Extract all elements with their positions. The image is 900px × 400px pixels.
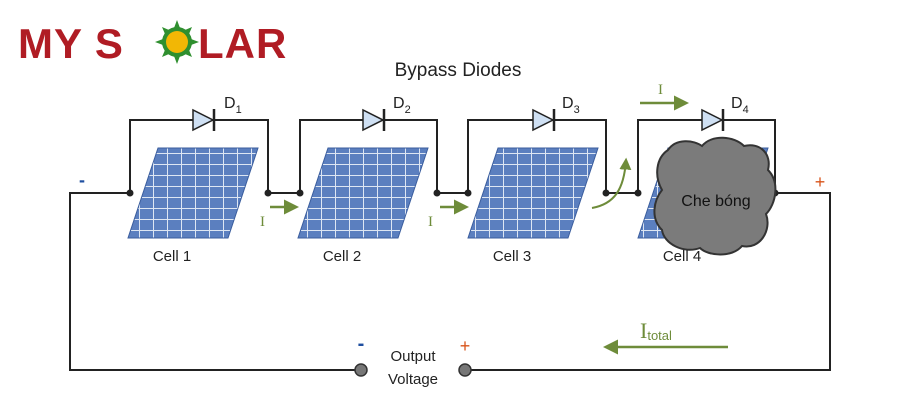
bypass-curve-arrow (591, 157, 632, 209)
diode-icon (532, 108, 556, 132)
cell-label-1: Cell 1 (153, 248, 191, 265)
cell-label-4: Cell 4 (663, 248, 701, 265)
current-label: I (428, 214, 433, 230)
current-label: I (260, 214, 265, 230)
solar-panel (297, 147, 429, 239)
total-current-label: Itotal (640, 318, 672, 343)
minus-terminal-label: - (79, 170, 85, 190)
sun-icon (155, 20, 199, 64)
output-terminal-plus (458, 363, 472, 377)
diode-label-4: D4 (731, 95, 749, 116)
plus-terminal-label: + (815, 172, 826, 192)
shade-label: Che bóng (681, 193, 750, 210)
logo-my: MY S (18, 20, 124, 67)
diode-label-1: D1 (224, 95, 242, 116)
output-terminal-minus (354, 363, 368, 377)
shade-blob (653, 136, 777, 256)
logo: MY S LAR (18, 20, 287, 67)
cell-label-3: Cell 3 (493, 248, 531, 265)
current-label: I (658, 82, 663, 98)
output-voltage-line2: Voltage (388, 371, 438, 388)
logo-lar: LAR (198, 20, 287, 67)
diode-icon (192, 108, 216, 132)
cell-label-2: Cell 2 (323, 248, 361, 265)
diode-label-3: D3 (562, 95, 580, 116)
solar-panel (467, 147, 599, 239)
diode-icon (701, 108, 725, 132)
solar-panel (127, 147, 259, 239)
output-voltage-line1: Output (390, 348, 436, 365)
output-plus-label: + (460, 336, 471, 356)
diode-label-2: D2 (393, 95, 411, 116)
diagram-title: Bypass Diodes (395, 60, 522, 81)
diode-icon (362, 108, 386, 132)
output-minus-label: - (358, 333, 365, 355)
